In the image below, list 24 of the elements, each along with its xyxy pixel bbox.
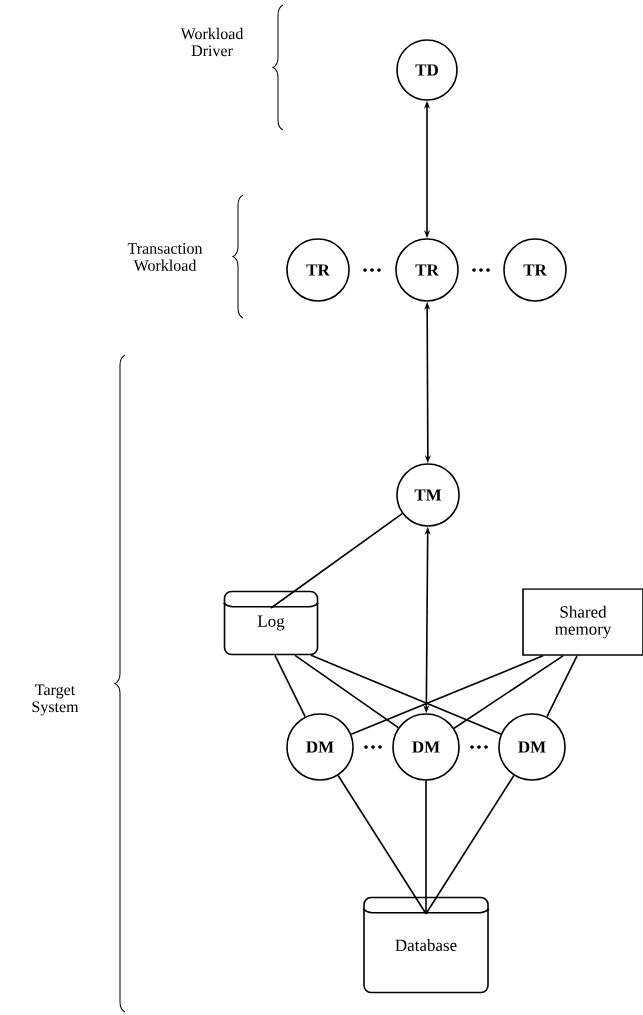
connector [270,512,403,609]
circle-node: DM [392,713,460,781]
connector [453,655,564,730]
connector [274,654,306,718]
storage-box: Database [362,896,490,994]
connector [337,774,427,915]
connector [425,780,427,915]
circle-node: DM [498,713,566,781]
circle-node: TD [396,39,458,101]
circle-node: TR [395,238,459,302]
circle-node: DM [286,713,354,781]
connector [350,655,544,735]
group-label: Target System [32,684,79,716]
connector [546,655,578,718]
process-box: Shared memory [522,588,643,656]
connector [425,774,515,915]
connector [294,654,400,729]
storage-box: Log [222,590,320,656]
group-label: Transaction Workload [127,243,203,271]
circle-node: TM [396,463,460,527]
connector [310,654,502,735]
circle-node: TR [286,238,350,302]
circle-node: TR [503,238,567,302]
group-label: Workload Driver [180,27,244,57]
